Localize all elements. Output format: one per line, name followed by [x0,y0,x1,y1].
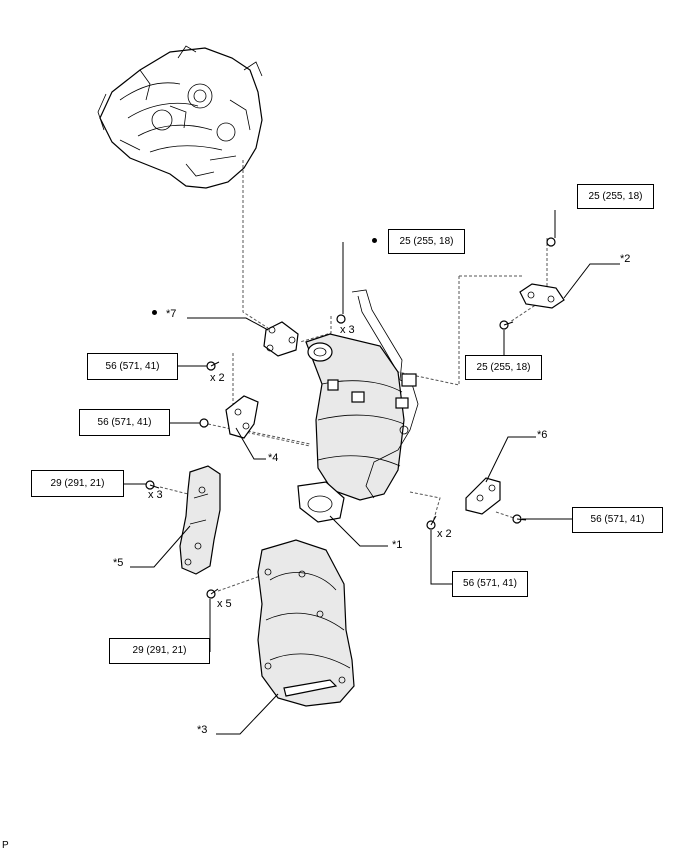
torque-spec-box: 25 (255, 18) [388,229,465,254]
engine-illustration [97,45,263,189]
callout-label: *5 [113,557,124,569]
torque-spec-box: 29 (291, 21) [109,638,210,664]
bolt-icon [426,515,437,530]
callout-label: *6 [537,429,548,441]
torque-spec-box: 56 (571, 41) [452,571,528,597]
leader-lines [124,210,620,735]
callout-label: *4 [268,452,279,464]
marker-dot [152,310,157,315]
callout-label: *2 [620,253,631,265]
nut-icon [546,237,556,247]
heat-insulator-part-5 [179,465,221,575]
quantity-label: x 2 [437,528,452,540]
gasket-part [263,321,299,357]
heat-insulator-part-3 [257,539,355,707]
bolt-icon [206,588,219,599]
torque-spec-box: 29 (291, 21) [31,470,124,497]
marker-dot [372,238,377,243]
torque-spec-box: 56 (571, 41) [87,353,178,380]
exhaust-manifold-converter [297,289,419,523]
quantity-label: x 5 [217,598,232,610]
bolts-and-nuts [145,237,556,599]
bolt-icon [512,514,527,524]
torque-spec-box: 56 (571, 41) [572,507,663,533]
torque-spec-box: 25 (255, 18) [577,184,654,209]
nut-icon [199,418,209,428]
bolt-icon [145,480,160,490]
bolt-icon [206,361,220,371]
bracket-part-6 [465,477,501,515]
quantity-label: x 3 [148,489,163,501]
bracket-part-2 [519,283,565,309]
torque-spec-box: 56 (571, 41) [79,409,170,436]
bolt-icon [499,320,514,330]
quantity-label: x 3 [340,324,355,336]
nut-icon [336,314,346,324]
quantity-label: x 2 [210,372,225,384]
bracket-part-4 [225,395,259,439]
torque-spec-box: 25 (255, 18) [465,355,542,380]
callout-label: *1 [392,539,403,551]
callout-label: *7 [166,308,177,320]
corner-mark: P [2,840,9,851]
callout-label: *3 [197,724,208,736]
